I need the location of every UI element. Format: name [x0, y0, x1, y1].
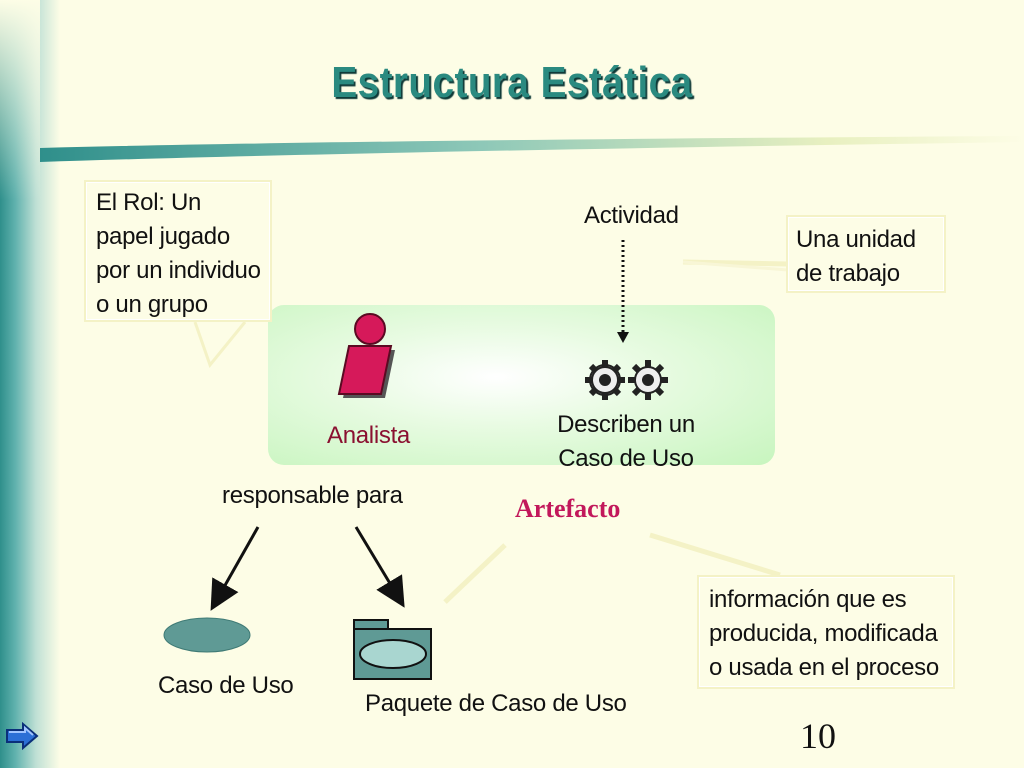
unidad-connector: [682, 259, 789, 272]
next-arrow-icon[interactable]: [5, 722, 39, 750]
rol-note-line: por un individuo: [96, 257, 261, 284]
slide-title: Estructura Estática: [331, 58, 693, 107]
left-band-fade: [0, 0, 40, 200]
gears-icon: [585, 360, 668, 400]
use-case-ellipse-icon: [163, 617, 251, 653]
rol-note-line: El Rol: Un: [96, 189, 202, 216]
artefacto-note: información que es producida, modificada…: [697, 575, 955, 689]
unidad-note: Una unidad de trabajo: [786, 215, 946, 293]
activity-label: Describen un Caso de Uso: [548, 408, 704, 476]
use-case-package-label: Paquete de Caso de Uso: [365, 690, 627, 717]
artefacto-label: Artefacto: [515, 494, 621, 523]
artefacto-note-line: producida, modificada: [709, 620, 938, 647]
unidad-note-line: de trabajo: [796, 260, 900, 287]
artefacto-note-line: o usada en el proceso: [709, 654, 939, 681]
rol-note-line: o un grupo: [96, 291, 208, 318]
actividad-dotted-arrow: [617, 240, 629, 343]
activity-line: Caso de Uso: [558, 445, 694, 472]
page-number: 10: [800, 716, 836, 756]
responsable-arrow-left: [210, 526, 260, 611]
responsable-arrow-right: [354, 526, 405, 608]
person-worker-icon: [337, 313, 395, 398]
rol-note: El Rol: Un papel jugado por un individuo…: [84, 180, 272, 322]
package-folder-icon: [353, 619, 432, 680]
title-divider: [40, 136, 1024, 162]
rol-note-line: papel jugado: [96, 223, 230, 250]
activity-line: Describen un: [557, 411, 695, 438]
artefacto-connector: [443, 532, 781, 604]
worker-name: Analista: [327, 422, 410, 449]
unidad-note-line: Una unidad: [796, 226, 916, 253]
use-case-label: Caso de Uso: [158, 672, 294, 699]
artefacto-note-line: información que es: [709, 586, 907, 613]
responsable-label: responsable para: [222, 482, 403, 509]
actividad-label: Actividad: [584, 202, 679, 229]
rol-callout-tail: [193, 321, 247, 369]
